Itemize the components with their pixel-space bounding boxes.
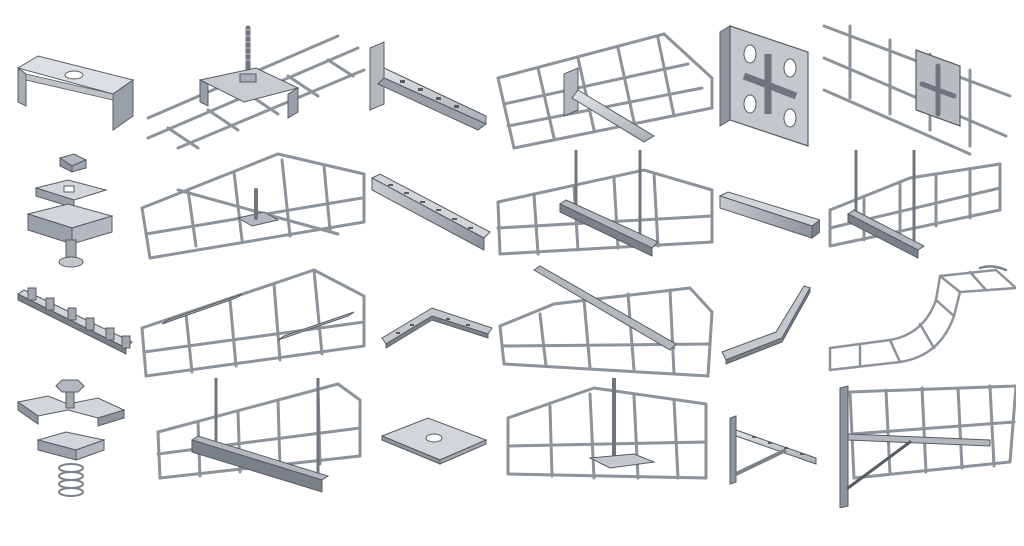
wire-tray-bottom-clamp-icon — [138, 150, 366, 270]
tray-on-wall-bracket-icon — [494, 18, 716, 156]
spring-nut-clamp-icon — [8, 378, 138, 508]
u-clamp-connector-icon — [8, 18, 138, 156]
threaded-rod-clamp-on-wire-tray-icon — [138, 18, 366, 156]
tray-splice-joint-icon — [138, 264, 366, 382]
angled-splice-plate-icon — [366, 264, 494, 382]
tray-with-wall-mounting-plate-icon — [820, 18, 1016, 156]
tray-on-c-channel-rods-icon — [138, 378, 366, 508]
triangular-wall-bracket-icon — [716, 378, 820, 508]
tray-center-hanger-icon — [494, 378, 716, 508]
c-profile-channel-icon — [716, 150, 820, 270]
bent-splice-bar-icon — [716, 264, 820, 382]
tray-trapeze-support-icon — [820, 150, 1016, 270]
square-washer-plate-icon — [366, 378, 494, 508]
splice-bar-with-bolts-icon — [8, 264, 138, 382]
curved-tray-section-icon — [820, 264, 1016, 382]
wall-cantilever-bracket-icon — [366, 18, 494, 156]
tray-vertical-bend-splice-icon — [494, 264, 716, 382]
exploded-clamp-bolt-nut-icon — [8, 150, 138, 270]
slotted-channel-strut-icon — [366, 150, 494, 270]
tray-on-hanging-channel-icon — [494, 150, 716, 270]
tray-on-wall-triangular-bracket-icon — [820, 378, 1016, 508]
wall-mounting-plate-icon — [716, 18, 820, 156]
